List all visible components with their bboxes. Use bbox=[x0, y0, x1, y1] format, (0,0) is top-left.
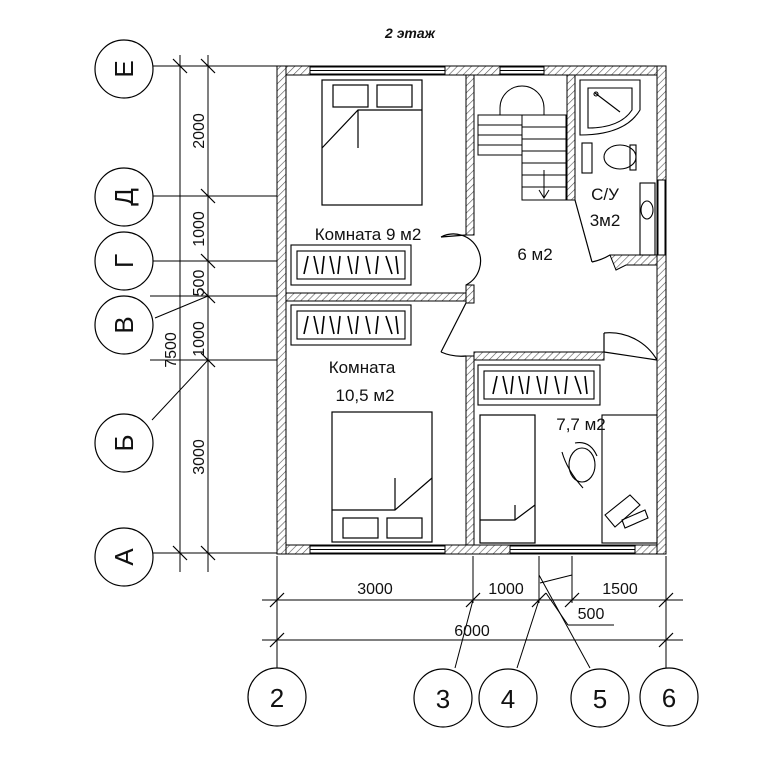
bed-room1 bbox=[321, 79, 423, 206]
hall-label: 6 м2 bbox=[517, 245, 552, 264]
walls bbox=[276, 65, 667, 555]
dim-bottom-1: 3000 bbox=[357, 581, 393, 598]
bath-label-1: С/У bbox=[591, 185, 619, 204]
axis-row-g: Г bbox=[109, 254, 139, 268]
dim-left-1: 2000 bbox=[191, 113, 208, 149]
wardrobes bbox=[290, 244, 601, 406]
dim-bottom-total: 6000 bbox=[454, 623, 490, 640]
floor-title: 2 этаж bbox=[384, 25, 436, 41]
windows bbox=[309, 66, 666, 554]
dim-left-2: 1000 bbox=[191, 211, 208, 247]
wardrobe-hangers bbox=[303, 255, 588, 395]
axis-row-b: Б bbox=[109, 434, 139, 451]
room1-label: Комната 9 м2 bbox=[315, 225, 422, 244]
dim-bottom-3: 1500 bbox=[602, 581, 638, 598]
room2-label-1: Комната bbox=[329, 358, 396, 377]
desk-room3 bbox=[561, 414, 658, 544]
left-dimension-lines bbox=[150, 55, 277, 572]
dim-bottom-2: 1000 bbox=[488, 581, 524, 598]
room3-label: 7,7 м2 bbox=[556, 415, 606, 434]
axis-col-2: 2 bbox=[270, 683, 284, 713]
bathroom-fixtures bbox=[579, 79, 656, 256]
axis-row-d: Д bbox=[109, 188, 139, 206]
dim-left-5: 3000 bbox=[191, 439, 208, 475]
dim-left-total: 7500 bbox=[163, 332, 180, 368]
axis-row-e: Е bbox=[109, 60, 139, 77]
dim-bottom-4: 500 bbox=[578, 606, 605, 623]
stairs bbox=[477, 85, 567, 201]
axis-bubbles-cols bbox=[247, 667, 699, 728]
room2-label-2: 10,5 м2 bbox=[336, 386, 395, 405]
axis-bubbles-rows bbox=[94, 39, 154, 587]
bath-label-2: 3м2 bbox=[590, 211, 621, 230]
axis-col-4: 4 bbox=[501, 684, 515, 714]
doors bbox=[440, 199, 658, 361]
bed-room2 bbox=[331, 411, 433, 543]
axis-row-v: В bbox=[109, 316, 139, 333]
bed-room3 bbox=[479, 414, 536, 544]
bottom-dimension-lines bbox=[262, 556, 683, 669]
dim-left-4: 1000 bbox=[191, 321, 208, 357]
axis-row-a: А bbox=[109, 548, 139, 566]
axis-col-3: 3 bbox=[436, 684, 450, 714]
axis-col-6: 6 bbox=[662, 683, 676, 713]
axis-col-5: 5 bbox=[593, 684, 607, 714]
dim-left-3: 500 bbox=[191, 270, 208, 297]
